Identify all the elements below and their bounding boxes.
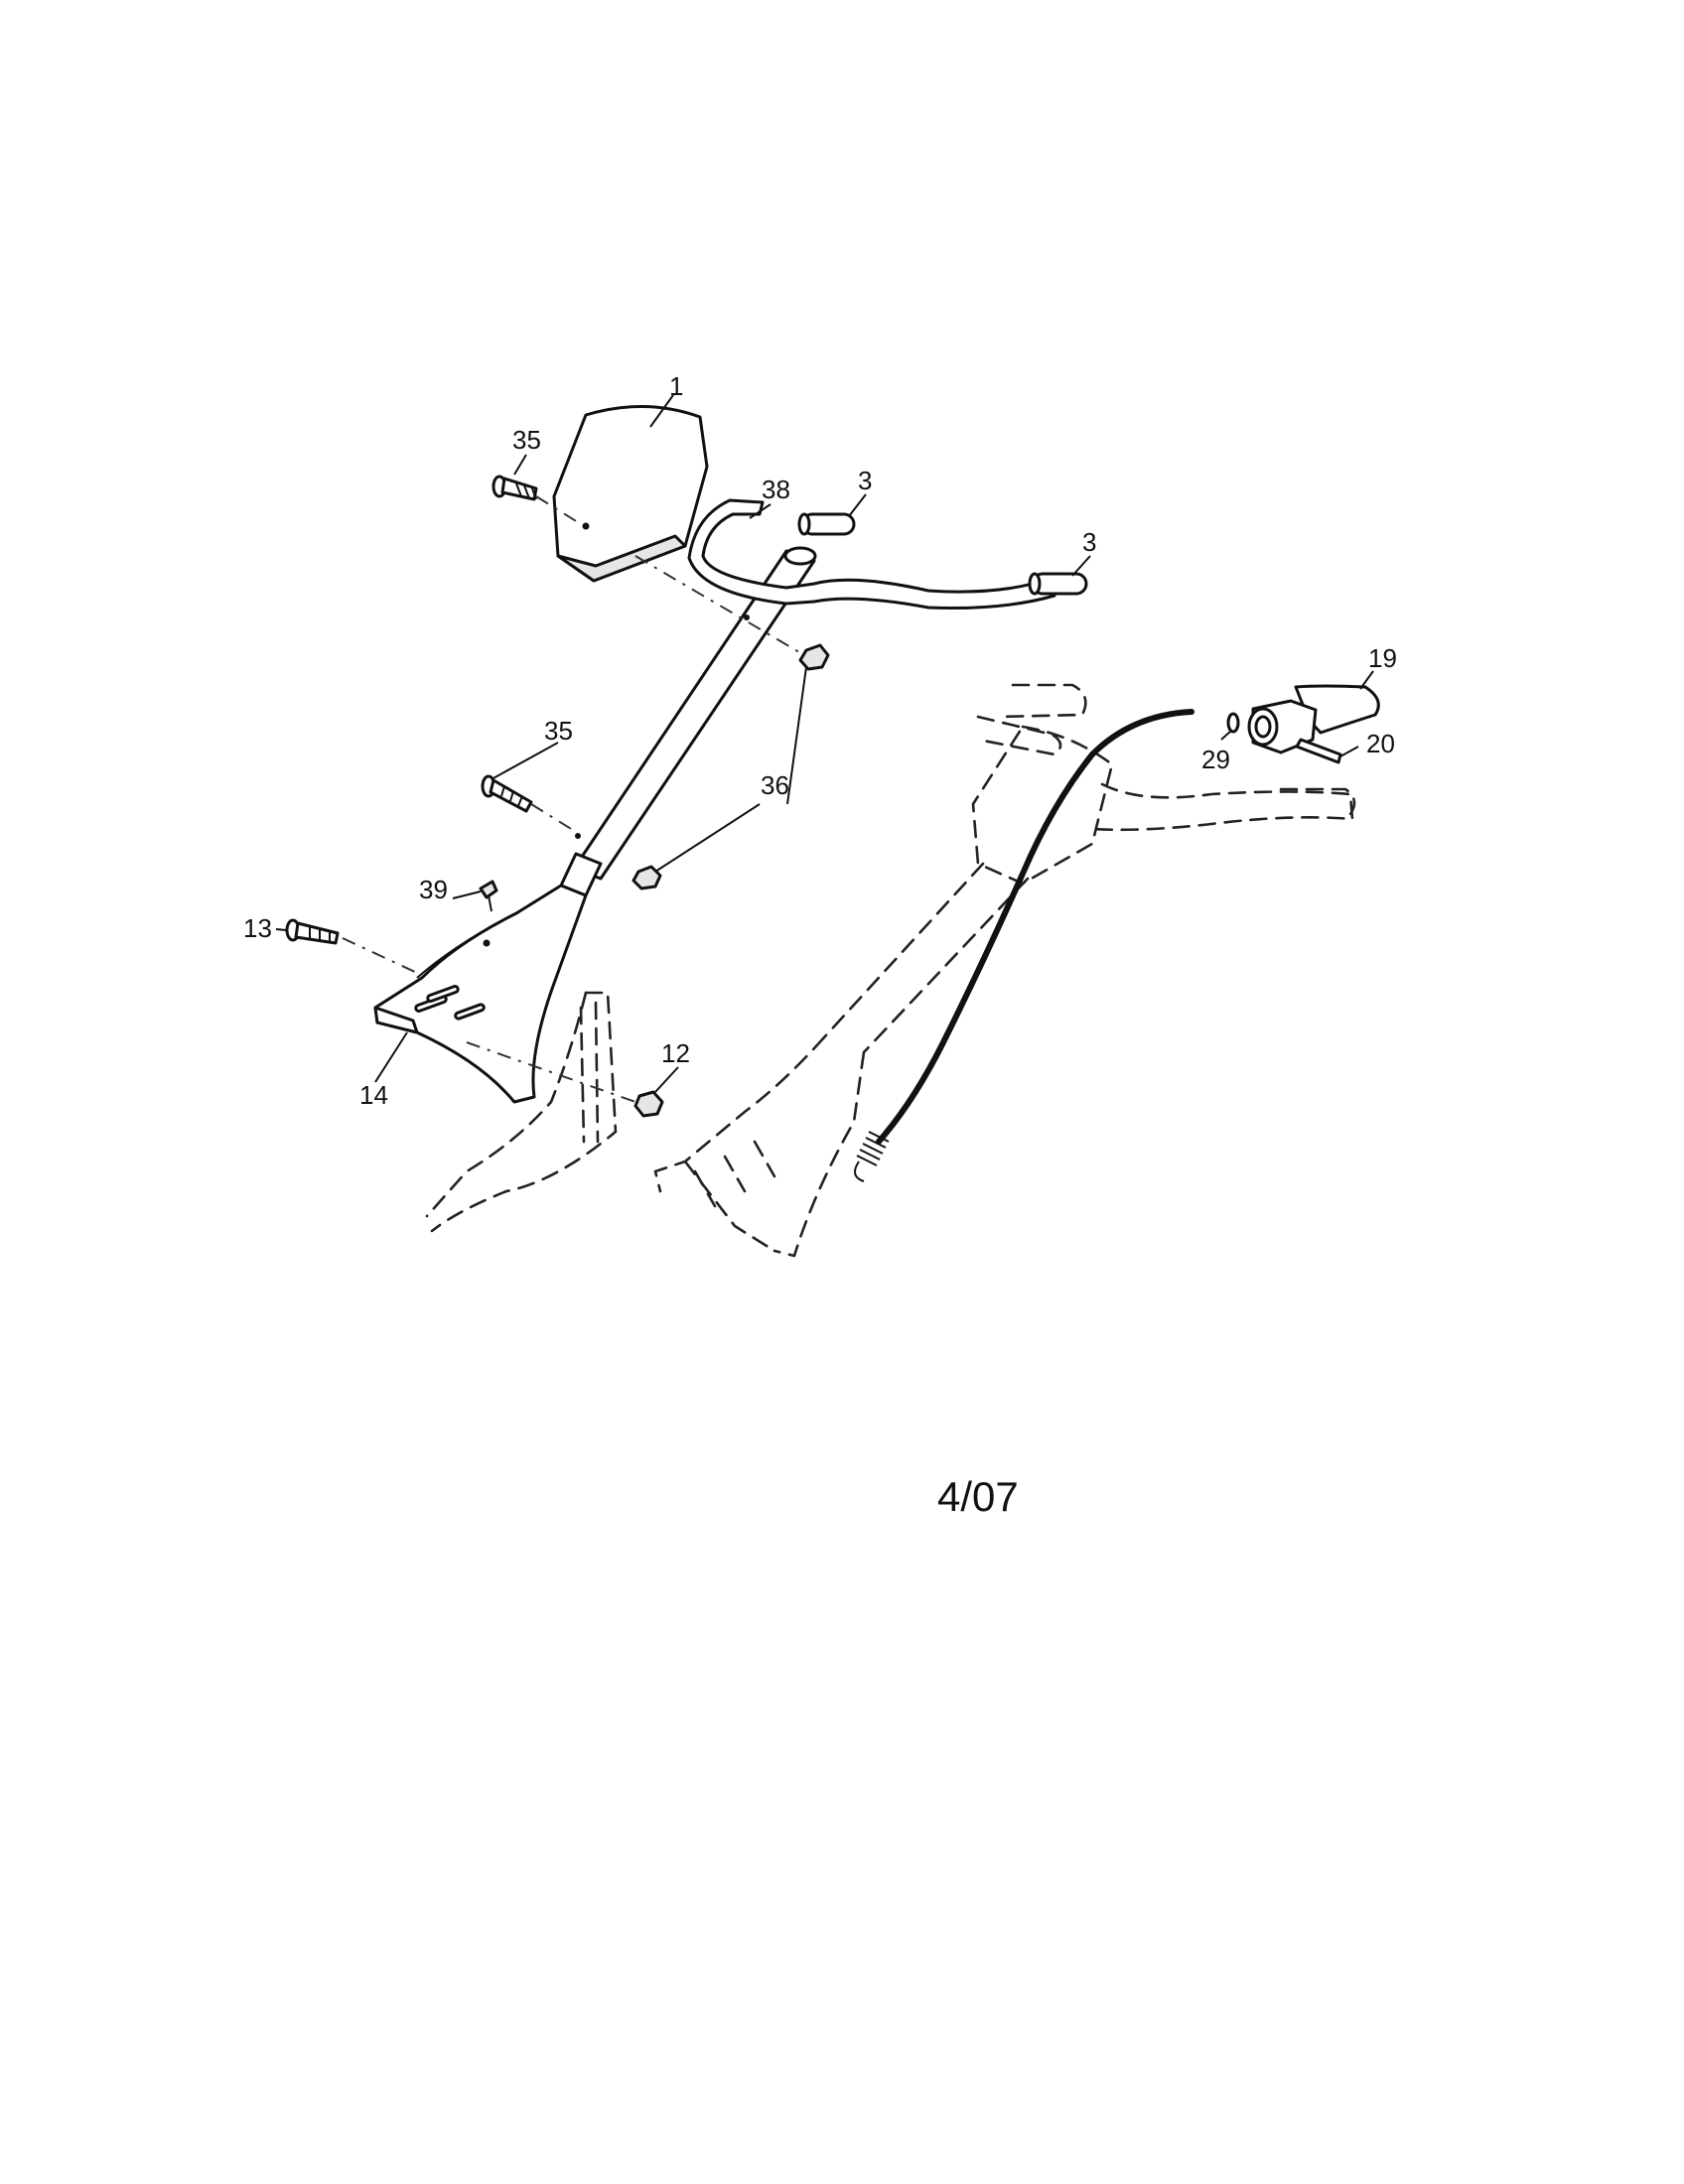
callout-38: 38: [762, 475, 790, 504]
part-36-nut-lower: [632, 865, 662, 890]
callout-3-left: 3: [858, 466, 872, 495]
callout-20: 20: [1366, 729, 1395, 758]
part-3-grip-right: [1028, 572, 1088, 596]
part-3-grip-left: [797, 512, 856, 536]
callout-36: 36: [761, 770, 789, 800]
handle-tube-upper: [572, 546, 817, 881]
part-19-control-lever: [1294, 684, 1380, 735]
callout-35-lower: 35: [544, 716, 573, 746]
assembly-line: [466, 1041, 636, 1103]
assembled-handle-reference: [653, 683, 1356, 1258]
callout-1: 1: [669, 371, 683, 401]
assembly-line: [530, 803, 577, 833]
assembly-line: [535, 495, 582, 525]
callout-13: 13: [243, 913, 272, 943]
frame-reference-left: [425, 991, 618, 1233]
callout-leaders: [275, 394, 1374, 1093]
part-13-bolt: [285, 918, 340, 945]
callout-3-right: 3: [1082, 527, 1096, 557]
callout-12: 12: [661, 1038, 690, 1068]
part-38-handlebar: [687, 498, 1056, 610]
part-35-bolt-upper: [491, 475, 538, 501]
part-20-rod: [1295, 738, 1342, 764]
part-36-nut-upper: [798, 643, 830, 671]
assembly-line: [342, 937, 418, 974]
callout-19: 19: [1368, 643, 1397, 673]
callout-35-upper: 35: [512, 425, 541, 455]
part-35-bolt-lower: [481, 774, 533, 813]
part-39-wing-bolt: [479, 880, 498, 912]
part-29-ring: [1226, 712, 1240, 734]
callout-39: 39: [419, 875, 448, 904]
part-14-handle-bracket: [373, 884, 588, 1104]
callout-29: 29: [1201, 745, 1230, 774]
cable-spring: [854, 1131, 890, 1182]
callout-14: 14: [359, 1080, 388, 1110]
part-1-handle-cover: [552, 404, 709, 583]
control-cable: [876, 709, 1194, 1145]
part-12-nut: [633, 1090, 664, 1118]
footer-date: 4/07: [937, 1473, 1019, 1520]
